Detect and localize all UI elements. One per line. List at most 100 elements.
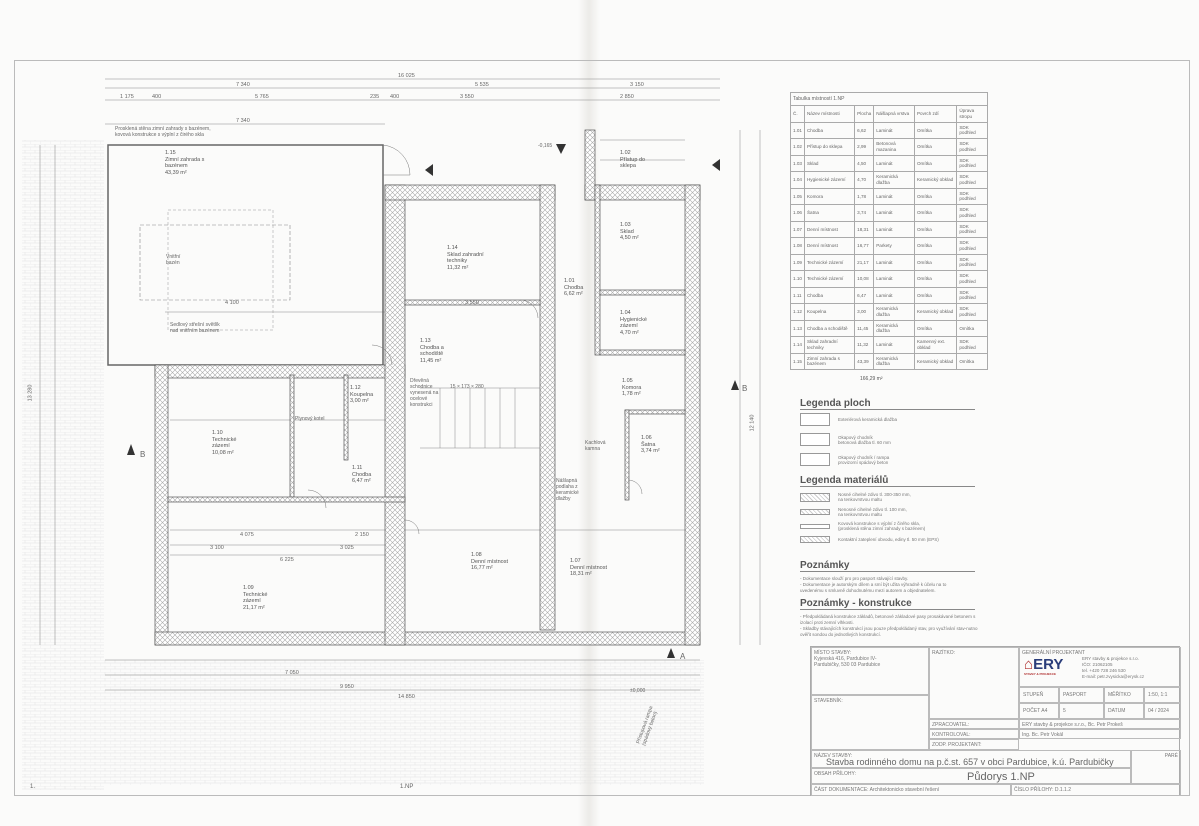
table-cell: Omítka	[913, 253, 958, 271]
skylight-note: Sedlový střešní světlík nad vnitřním baz…	[170, 322, 220, 334]
room-name: Denní místnost	[471, 558, 508, 565]
table-cell: Omítka	[913, 237, 958, 255]
table-cell: 1.04	[790, 171, 805, 189]
legend-area-item: Exteriérová keramická dlažba	[800, 413, 897, 426]
project-cell: NÁZEV STAVBY:Stavba rodinného domu na p.…	[811, 750, 1131, 768]
entrance-arrows	[127, 144, 739, 658]
room-area: 1,78 m²	[622, 391, 641, 397]
room-no: 1.15	[165, 150, 176, 156]
table-cell: Denní místnost	[803, 237, 856, 255]
table-cell: SDK podhled	[956, 220, 988, 238]
room-area: 6,47 m²	[352, 478, 371, 484]
section-marker-b-right: B	[742, 384, 748, 393]
room-name: Zimní zahrada s bazénem	[165, 156, 205, 170]
table-cell: Keramická dlažba	[873, 319, 915, 337]
dimension-lines	[39, 78, 761, 691]
table-cell: 10,08	[854, 270, 875, 288]
sheet-label: 1.NP	[400, 784, 414, 790]
table-cell: SDK podhled	[956, 286, 988, 304]
room-no: 1.01	[564, 278, 575, 284]
room-name: Šatna	[641, 441, 656, 448]
terrace-paving	[22, 140, 104, 790]
table-cell: Přístup do sklepa	[803, 138, 856, 156]
table-cell: Omítka	[913, 187, 958, 205]
room-no: 1.07	[570, 558, 581, 564]
table-cell: Laminát	[873, 336, 915, 354]
room-area: 4,70 m²	[620, 329, 639, 336]
paper-fold	[578, 0, 600, 826]
table-cell: Technické zázemí	[803, 253, 856, 271]
table-cell: Komora	[803, 187, 856, 205]
table-cell: 1.03	[790, 154, 805, 172]
table-cell: 1.12	[790, 303, 805, 321]
table-cell: SDK podhled	[956, 270, 988, 288]
table-cell: Omítka	[956, 352, 988, 370]
table-cell: Keramická dlažba	[873, 303, 915, 321]
number-cell: ČÍSLO PŘÍLOHY: D.1.1.2	[1011, 784, 1181, 796]
table-cell: Omítka	[913, 220, 958, 238]
level-zero: ±0,000	[630, 688, 646, 694]
table-cell: Laminát	[873, 253, 915, 271]
table-cell: 11,45	[854, 319, 875, 337]
legend-swatch	[800, 536, 830, 543]
stage-value: PASPORT	[1059, 687, 1104, 703]
legend-materials-title: Legenda materiálů	[800, 475, 975, 487]
table-cell: 16,77	[854, 237, 875, 255]
room-no: 1.10	[212, 430, 223, 436]
table-cell: 11,32	[854, 336, 875, 354]
room-area: 11,32 m²	[447, 264, 469, 271]
dim-b: 400	[152, 94, 162, 100]
table-header: Plocha	[854, 105, 875, 123]
table-cell: Denní místnost	[803, 220, 856, 238]
dim-t: 12 140	[749, 414, 756, 432]
table-cell: Omítka	[956, 319, 988, 337]
date-label: DATUM	[1104, 703, 1144, 719]
table-cell: Chodba	[803, 121, 856, 139]
dim-mid: 5 535	[475, 82, 489, 88]
stage-label: STUPEŇ	[1019, 687, 1059, 703]
stairs-note: Dřevěná schodnice vynesená na ocelové ko…	[410, 378, 439, 408]
house-logo-icon: ⌂	[1024, 656, 1034, 673]
tiles-note: Nášlapná podlaha z keramické dlažby	[556, 478, 579, 502]
dim-overall: 16 025	[398, 73, 415, 79]
dim-o: 3 025	[340, 545, 354, 551]
table-cell: Chodba a schodiště	[803, 319, 856, 337]
title-block: MÍSTO STAVBY:Kyjevská 416, Pardubice IV-…	[810, 646, 1181, 796]
table-cell: Kamenný ext. obklad	[913, 336, 958, 354]
pool-note: Vnitřní bazén	[166, 254, 181, 266]
table-cell: SDK podhled	[956, 237, 988, 255]
room-no: 1.06	[641, 435, 652, 441]
room-name: Chodba	[352, 471, 372, 478]
date-value: 04 / 2024	[1144, 703, 1181, 719]
count-label: POČET A4	[1019, 703, 1059, 719]
table-cell: 1.15	[790, 352, 805, 370]
count-value: 5	[1059, 703, 1104, 719]
table-header: Č.	[790, 105, 805, 123]
table-cell: Koupelna	[803, 303, 856, 321]
table-cell: 1.05	[790, 187, 805, 205]
room-table-title: Tabulka místností 1.NP	[790, 92, 988, 105]
checked-value: Ing. Bc. Petr Vokál	[1019, 729, 1181, 739]
room-area: 10,08 m²	[212, 449, 234, 456]
room-no: 1.12	[350, 385, 361, 391]
room-area: 21,17 m²	[243, 604, 265, 611]
table-header: Název místnosti	[803, 105, 856, 123]
prepared-label: ZPRACOVATEL:	[929, 719, 1019, 729]
section-marker-a: A	[680, 652, 686, 661]
table-cell: Laminát	[873, 187, 915, 205]
table-header: Nášlapná vrstva	[873, 105, 915, 123]
